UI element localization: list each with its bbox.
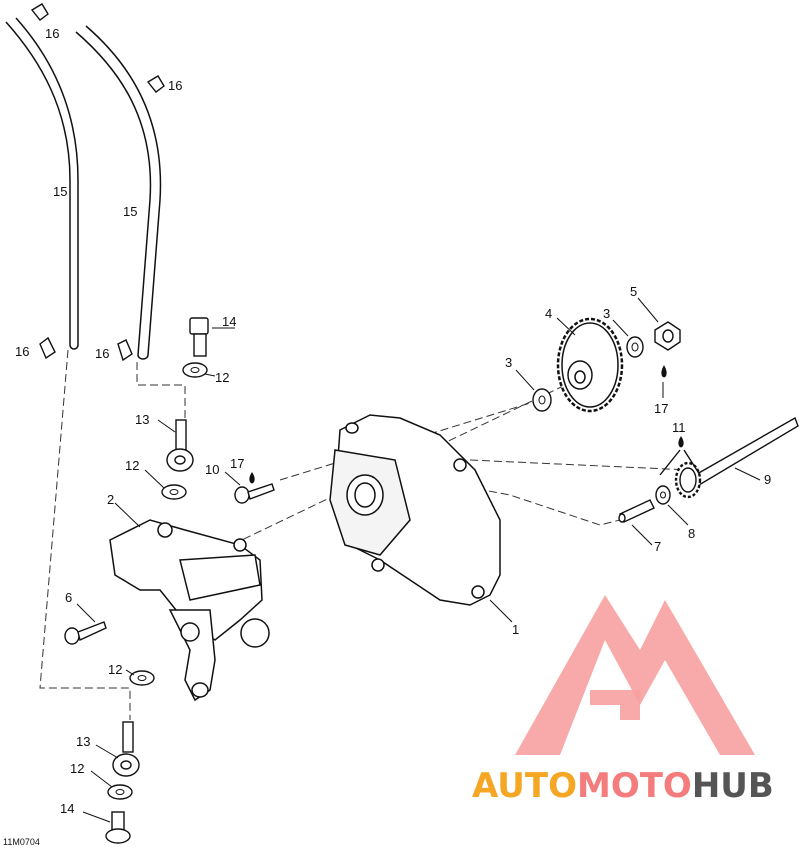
callout-13: 13 xyxy=(76,734,90,749)
clip-16-d xyxy=(117,339,133,362)
banjo-bolt-top xyxy=(189,317,209,357)
oil-pump-body xyxy=(109,519,270,702)
hose-left xyxy=(5,17,79,350)
callout-13: 13 xyxy=(135,412,149,427)
callout-12: 12 xyxy=(125,458,139,473)
diagram-code: 11M0704 xyxy=(3,837,40,847)
callout-12: 12 xyxy=(108,662,122,677)
callout-5: 5 xyxy=(630,284,637,299)
banjo-fitting-bottom xyxy=(112,721,140,777)
callout-16: 16 xyxy=(15,344,29,359)
callout-9: 9 xyxy=(764,472,771,487)
banjo-fitting-top xyxy=(166,419,194,472)
callout-16: 16 xyxy=(168,78,182,93)
drop-icon-17-left xyxy=(249,472,255,484)
washer-3-a xyxy=(532,388,552,412)
callout-14: 14 xyxy=(222,314,236,329)
watermark-part3: HUB xyxy=(692,766,774,806)
callout-17: 17 xyxy=(230,456,244,471)
washer-12-b xyxy=(161,484,187,500)
leader-lines xyxy=(76,297,761,823)
drop-icon-11 xyxy=(678,436,684,448)
callout-17: 17 xyxy=(654,401,668,416)
pump-cover xyxy=(329,414,501,606)
watermark-part1: AUTO xyxy=(472,766,577,806)
screw-10 xyxy=(234,483,275,504)
clip-16-a xyxy=(30,3,49,21)
drop-icon-17-top xyxy=(661,365,667,378)
banjo-bolt-bottom xyxy=(105,811,131,844)
callout-2: 2 xyxy=(107,492,114,507)
washer-12-c xyxy=(129,670,155,686)
callout-15: 15 xyxy=(123,204,137,219)
callout-12: 12 xyxy=(215,370,229,385)
shaft-9 xyxy=(659,416,799,499)
callout-7: 7 xyxy=(654,539,661,554)
callout-16: 16 xyxy=(45,26,59,41)
pin-7 xyxy=(618,499,655,523)
callout-11: 11 xyxy=(672,420,686,435)
callout-16: 16 xyxy=(95,346,109,361)
callout-3: 3 xyxy=(505,355,512,370)
callout-1: 1 xyxy=(512,622,519,637)
callout-14: 14 xyxy=(60,801,74,816)
nut-5 xyxy=(654,321,681,351)
watermark-text: AUTOMOTOHUB xyxy=(472,766,774,806)
clip-16-c xyxy=(39,336,56,360)
washer-8 xyxy=(655,485,671,505)
callout-6: 6 xyxy=(65,590,72,605)
callout-8: 8 xyxy=(688,526,695,541)
callout-10: 10 xyxy=(205,462,219,477)
callout-4: 4 xyxy=(545,306,552,321)
washer-12-a xyxy=(182,362,208,378)
gear-4 xyxy=(556,317,624,413)
hose-right xyxy=(75,25,162,360)
clip-16-b xyxy=(146,75,165,93)
watermark-logo xyxy=(515,595,755,755)
callout-15: 15 xyxy=(53,184,67,199)
washer-3-b xyxy=(626,336,644,358)
screw-6 xyxy=(64,621,107,645)
callout-labels: 16 16 15 15 16 16 14 12 13 12 10 17 2 6 … xyxy=(15,26,771,816)
callout-3: 3 xyxy=(603,306,610,321)
watermark-part2: MOTO xyxy=(577,766,692,806)
washer-12-d xyxy=(107,784,133,800)
callout-12: 12 xyxy=(70,761,84,776)
